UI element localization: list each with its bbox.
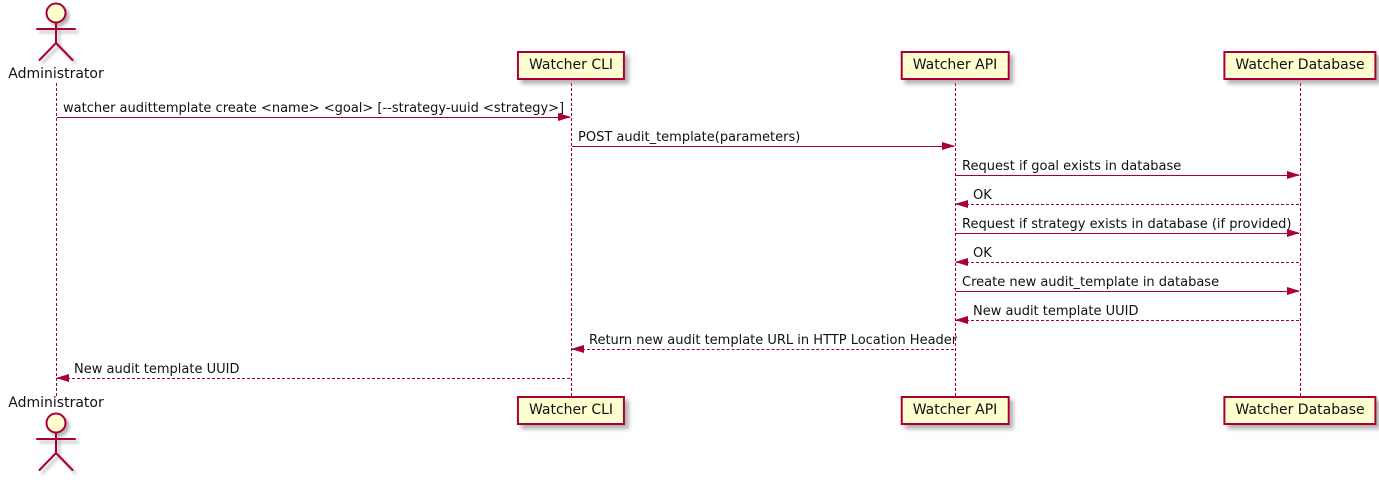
message-9: Return new audit template URL in HTTP Lo… xyxy=(571,332,958,353)
arrowhead-icon xyxy=(558,113,571,121)
actor-icon-administrator-top xyxy=(24,2,88,66)
message-line-dashed xyxy=(56,374,570,382)
message-label: OK xyxy=(973,246,992,261)
arrowhead-icon xyxy=(942,142,955,150)
message-label: Request if strategy exists in database (… xyxy=(962,217,1292,232)
message-line-solid xyxy=(956,171,1300,179)
lifeline-watcher-cli xyxy=(570,83,572,396)
participant-box-watcher-api-bottom: Watcher API xyxy=(900,396,1010,425)
arrowhead-icon xyxy=(571,345,584,353)
message-6: OK xyxy=(955,245,1299,266)
message-7: Create new audit_template in database xyxy=(956,274,1300,295)
message-8: New audit template UUID xyxy=(955,303,1299,324)
message-line-dashed xyxy=(955,200,1299,208)
lifeline-watcher-api xyxy=(954,83,956,396)
message-line-dashed xyxy=(955,258,1299,266)
arrowhead-icon xyxy=(56,374,69,382)
message-3: Request if goal exists in database xyxy=(956,158,1300,179)
message-line-dashed xyxy=(955,316,1299,324)
message-label: Return new audit template URL in HTTP Lo… xyxy=(589,333,958,348)
message-label: Create new audit_template in database xyxy=(962,275,1220,290)
message-label: OK xyxy=(973,188,992,203)
participant-box-watcher-cli-top: Watcher CLI xyxy=(516,51,626,80)
actor-label-administrator-top: Administrator xyxy=(8,66,104,82)
message-label: watcher audittemplate create <name> <goa… xyxy=(63,101,565,116)
message-5: Request if strategy exists in database (… xyxy=(956,216,1300,237)
participant-box-watcher-database-top: Watcher Database xyxy=(1223,51,1377,80)
message-label: POST audit_template(parameters) xyxy=(578,130,801,145)
arrowhead-icon xyxy=(1287,287,1300,295)
actor-icon-administrator-bottom xyxy=(24,412,88,476)
participant-box-watcher-cli-bottom: Watcher CLI xyxy=(516,396,626,425)
message-line-solid xyxy=(956,229,1300,237)
message-line-solid xyxy=(956,287,1300,295)
message-label: New audit template UUID xyxy=(74,362,240,377)
message-2: POST audit_template(parameters) xyxy=(572,129,955,150)
message-label: Request if goal exists in database xyxy=(962,159,1182,174)
message-1: watcher audittemplate create <name> <goa… xyxy=(57,100,571,121)
participant-box-watcher-database-bottom: Watcher Database xyxy=(1223,396,1377,425)
lifeline-watcher-database xyxy=(1299,83,1301,396)
message-line-dashed xyxy=(571,345,954,353)
lifeline-administrator xyxy=(55,83,57,396)
message-4: OK xyxy=(955,187,1299,208)
message-line-solid xyxy=(57,113,571,121)
message-10: New audit template UUID xyxy=(56,361,570,382)
participant-box-watcher-api-top: Watcher API xyxy=(900,51,1010,80)
arrowhead-icon xyxy=(1287,229,1300,237)
arrowhead-icon xyxy=(955,316,968,324)
message-label: New audit template UUID xyxy=(973,304,1139,319)
actor-label-administrator-bottom: Administrator xyxy=(8,395,104,411)
arrowhead-icon xyxy=(1287,171,1300,179)
message-line-solid xyxy=(572,142,955,150)
arrowhead-icon xyxy=(955,258,968,266)
arrowhead-icon xyxy=(955,200,968,208)
